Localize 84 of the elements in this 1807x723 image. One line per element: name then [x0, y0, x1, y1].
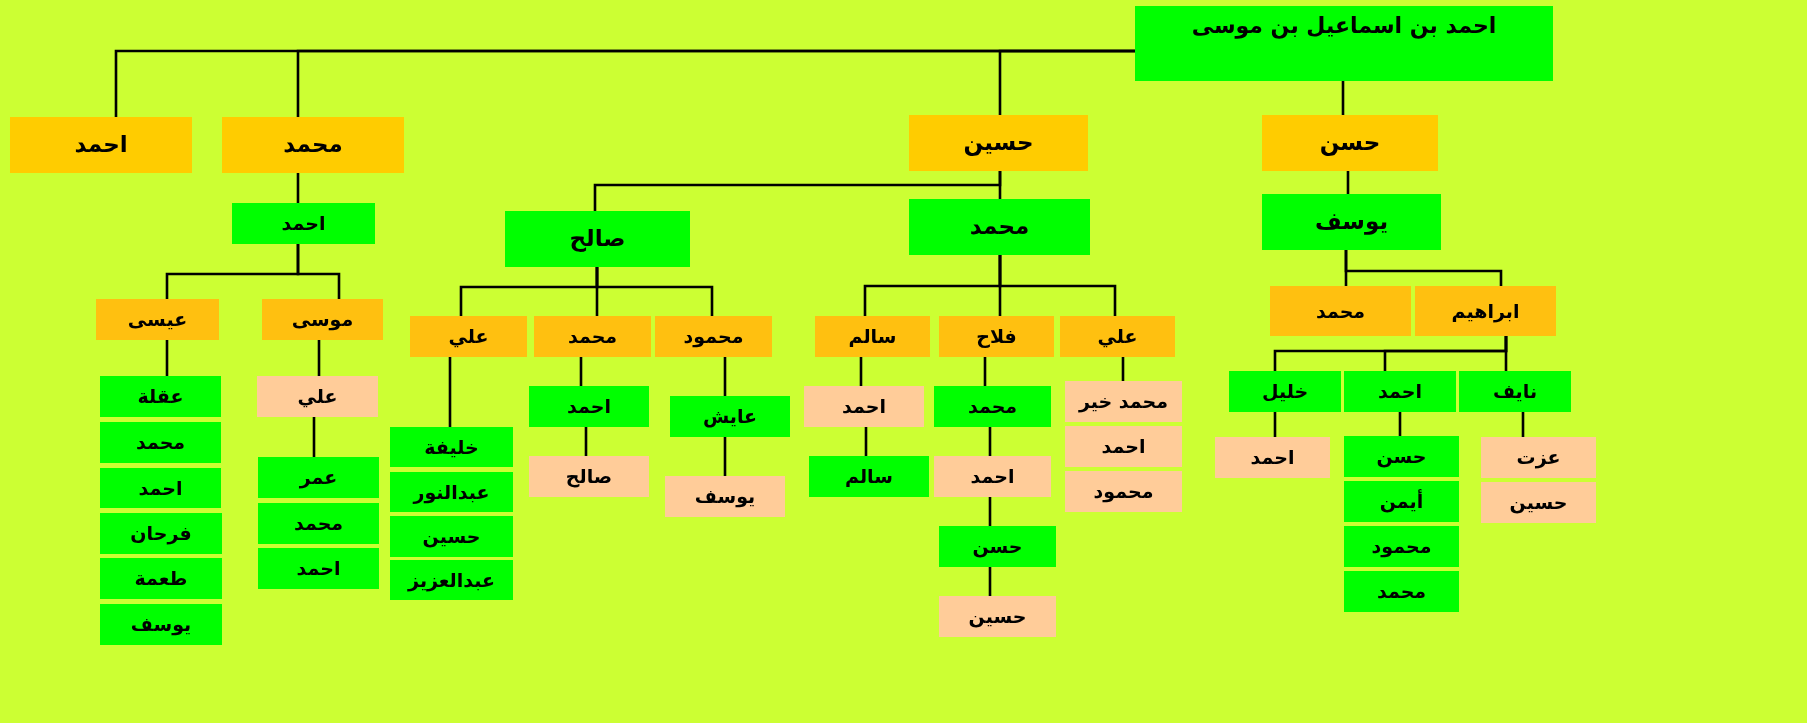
name-box: عيسى — [96, 299, 219, 340]
name-box: عزت — [1481, 437, 1596, 478]
name-box: محمد — [934, 386, 1051, 427]
connector-line — [165, 244, 300, 299]
name-box: عبدالعزيز — [390, 560, 513, 600]
name-box: حسين — [1481, 482, 1596, 523]
connector-line — [114, 49, 1135, 117]
name-box: علي — [257, 376, 378, 417]
name-box: محمد — [258, 503, 379, 544]
connector-line — [1273, 412, 1277, 437]
name-box: احمد — [1065, 426, 1182, 467]
name-box: فرحان — [100, 513, 222, 554]
connector-line — [165, 340, 169, 376]
name-box: يوسف — [100, 604, 222, 645]
connector-line — [448, 357, 452, 427]
name-box: سالم — [815, 316, 930, 357]
name-box: حسن — [939, 526, 1056, 567]
connector-line — [1398, 412, 1402, 436]
name-box: حسين — [939, 596, 1056, 637]
name-box: ابراهيم — [1415, 286, 1556, 336]
name-box: محمد — [222, 117, 404, 173]
connector-line — [1346, 171, 1350, 194]
connector-line — [312, 417, 316, 457]
connector-line — [859, 357, 863, 386]
connector-line — [863, 255, 1002, 316]
name-box: احمد — [258, 548, 379, 589]
name-box: احمد — [100, 468, 221, 508]
name-box: محمود — [1065, 471, 1182, 512]
name-box: سالم — [809, 456, 929, 497]
name-box: حسن — [1344, 436, 1459, 477]
name-box: احمد — [804, 386, 924, 427]
connector-line — [864, 427, 868, 456]
name-box: خليل — [1229, 371, 1341, 412]
name-box: احمد — [934, 456, 1051, 497]
name-box: موسى — [262, 299, 383, 340]
connector-line — [988, 497, 992, 526]
name-box: محمد — [100, 422, 221, 463]
connector-line — [1273, 336, 1508, 371]
name-box: محمد خير — [1065, 381, 1182, 422]
connector-line — [723, 437, 727, 476]
name-box: صالح — [505, 211, 690, 267]
name-box: عايش — [670, 396, 790, 437]
connector-line — [1341, 81, 1345, 115]
name-box: حسين — [390, 516, 513, 557]
name-box: أيمن — [1344, 481, 1459, 522]
connector-line — [459, 267, 599, 316]
connector-line — [983, 357, 987, 386]
connector-line — [1121, 357, 1125, 381]
name-box: فلاح — [939, 316, 1054, 357]
name-box: علي — [1060, 316, 1175, 357]
name-box: احمد — [1344, 371, 1456, 412]
connector-line — [1344, 250, 1348, 286]
name-box: عمر — [258, 457, 379, 498]
connector-line — [296, 173, 300, 203]
name-box: طعمة — [100, 558, 222, 599]
connector-line — [988, 567, 992, 596]
name-box: علي — [410, 316, 527, 357]
name-box: صالح — [529, 456, 649, 497]
connector-line — [988, 427, 992, 456]
name-box: محمد — [1344, 571, 1459, 612]
name-box: احمد — [232, 203, 375, 244]
name-box: حسين — [909, 115, 1088, 171]
name-box: محمد — [909, 199, 1090, 255]
name-box: محمود — [655, 316, 772, 357]
name-box: يوسف — [1262, 194, 1441, 250]
name-box: محمد — [534, 316, 651, 357]
connector-line — [593, 171, 1002, 211]
connector-line — [1521, 412, 1525, 437]
name-box: عبدالنور — [390, 472, 513, 512]
name-box: عقلة — [100, 376, 221, 417]
name-box: محمود — [1344, 526, 1459, 567]
name-box: خليفة — [390, 427, 513, 467]
name-box: يوسف — [665, 476, 785, 517]
name-box: نايف — [1459, 371, 1571, 412]
connector-line — [584, 427, 588, 456]
name-box: احمد — [10, 117, 192, 173]
connector-line — [723, 357, 727, 396]
name-box: احمد — [1215, 437, 1330, 478]
name-box: محمد — [1270, 286, 1411, 336]
name-box: احمد — [529, 386, 649, 427]
name-box: حسن — [1262, 115, 1438, 171]
connector-line — [317, 340, 321, 376]
name-box: احمد بن اسماعيل بن موسى — [1135, 6, 1553, 81]
connector-line — [579, 357, 583, 386]
